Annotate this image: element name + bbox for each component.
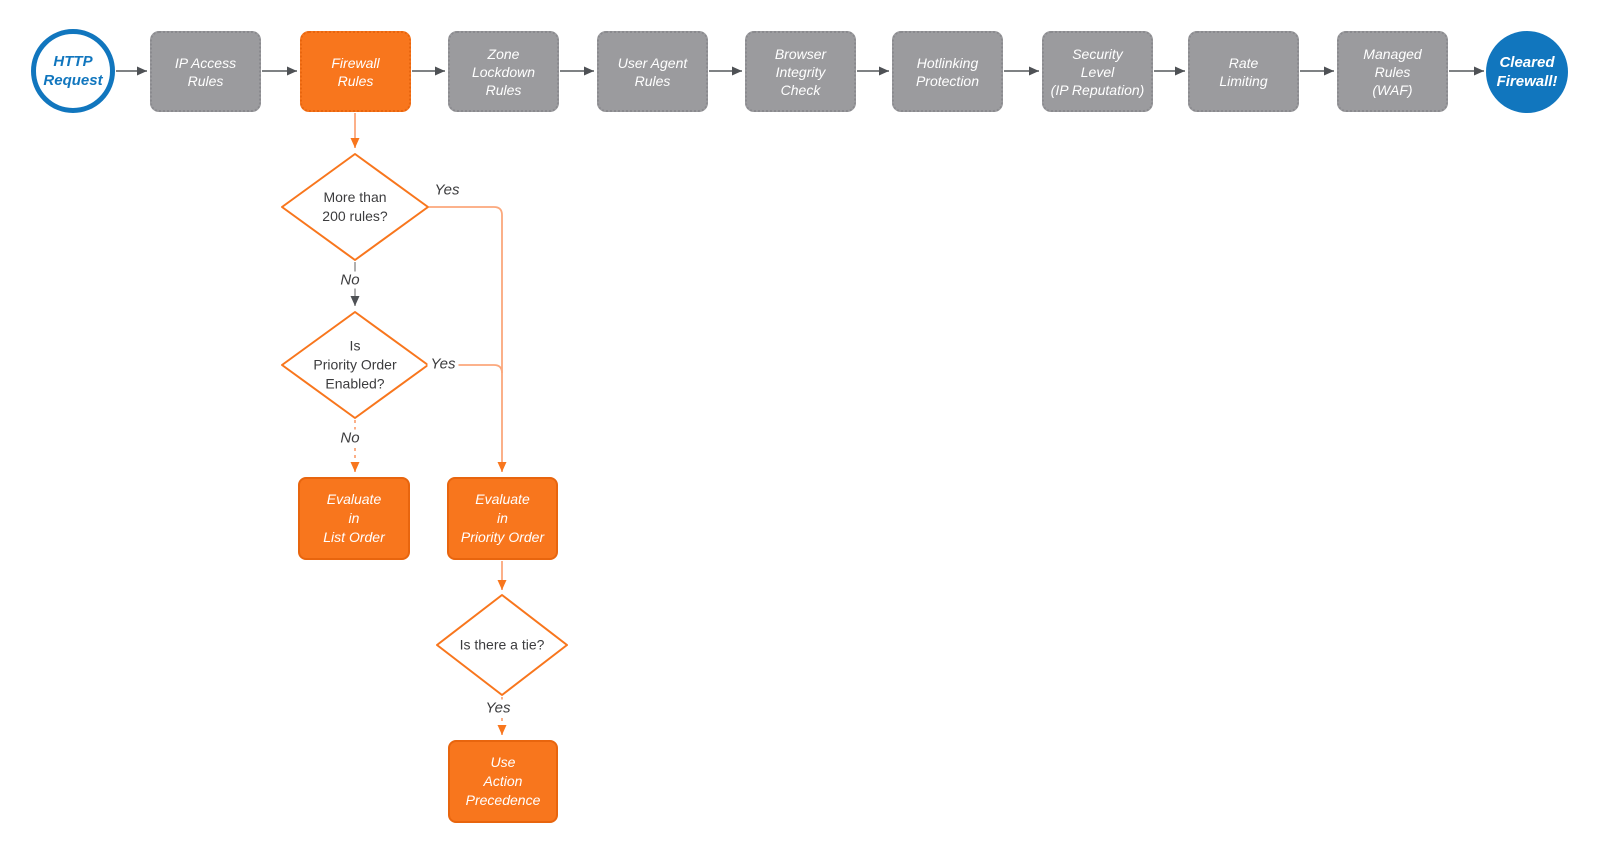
arrow-yes-priority-enabled-join (429, 364, 503, 374)
decision-diamond-200-rules (281, 153, 429, 261)
decision-label-priority-enabled: Is Priority Order Enabled? (313, 337, 397, 392)
edge-label-yes-priority-enabled: Yes (427, 355, 459, 373)
edge-label-yes-200rules: Yes (431, 181, 463, 199)
action-node-evaluate-priority-order: Evaluate in Priority Order (447, 477, 558, 560)
pipeline-node-firewall-rules: Firewall Rules (300, 31, 411, 112)
node-label: IP Access Rules (174, 54, 237, 89)
node-label: Security Level (IP Reputation) (1050, 45, 1145, 98)
start-node-http-request: HTTP Request (31, 29, 115, 113)
pipeline-node-browser-integrity-check: Browser Integrity Check (745, 31, 856, 112)
start-node-label: HTTP Request (43, 53, 103, 89)
edge-label-no-priority-enabled: No (337, 429, 363, 447)
end-node-label: Cleared Firewall! (1496, 54, 1558, 90)
edge-label-no-200rules: No (337, 271, 363, 289)
arrow-yes-200rules-to-priority-order (429, 206, 507, 472)
action-node-evaluate-list-order: Evaluate in List Order (298, 477, 410, 560)
pipeline-node-hotlinking-protection: Hotlinking Protection (892, 31, 1003, 112)
pipeline-node-rate-limiting: Rate Limiting (1188, 31, 1299, 112)
decision-label-tie: Is there a tie? (459, 636, 545, 653)
pipeline-node-managed-rules-waf: Managed Rules (WAF) (1337, 31, 1448, 112)
decision-diamond-priority-enabled (281, 311, 429, 419)
node-label: Hotlinking Protection (915, 54, 980, 89)
edge-label-yes-tie: Yes (482, 699, 514, 717)
pipeline-node-user-agent-rules: User Agent Rules (597, 31, 708, 112)
node-label: Evaluate in Priority Order (460, 491, 545, 545)
action-node-use-action-precedence: Use Action Precedence (448, 740, 558, 823)
node-label: Evaluate in List Order (323, 491, 385, 545)
node-label: Use Action Precedence (465, 754, 541, 808)
node-label: Rate Limiting (1219, 54, 1268, 89)
decision-diamond-tie (436, 594, 568, 696)
pipeline-node-ip-access-rules: IP Access Rules (150, 31, 261, 112)
pipeline-node-zone-lockdown-rules: Zone Lockdown Rules (448, 31, 559, 112)
end-node-cleared-firewall: Cleared Firewall! (1486, 31, 1568, 113)
node-label: Zone Lockdown Rules (471, 45, 536, 98)
node-label: Managed Rules (WAF) (1363, 45, 1422, 98)
node-label: User Agent Rules (617, 54, 688, 89)
node-label: Firewall Rules (331, 54, 380, 89)
node-label: Browser Integrity Check (774, 45, 827, 98)
pipeline-node-security-level: Security Level (IP Reputation) (1042, 31, 1153, 112)
decision-label-200-rules: More than 200 rules? (322, 189, 388, 224)
